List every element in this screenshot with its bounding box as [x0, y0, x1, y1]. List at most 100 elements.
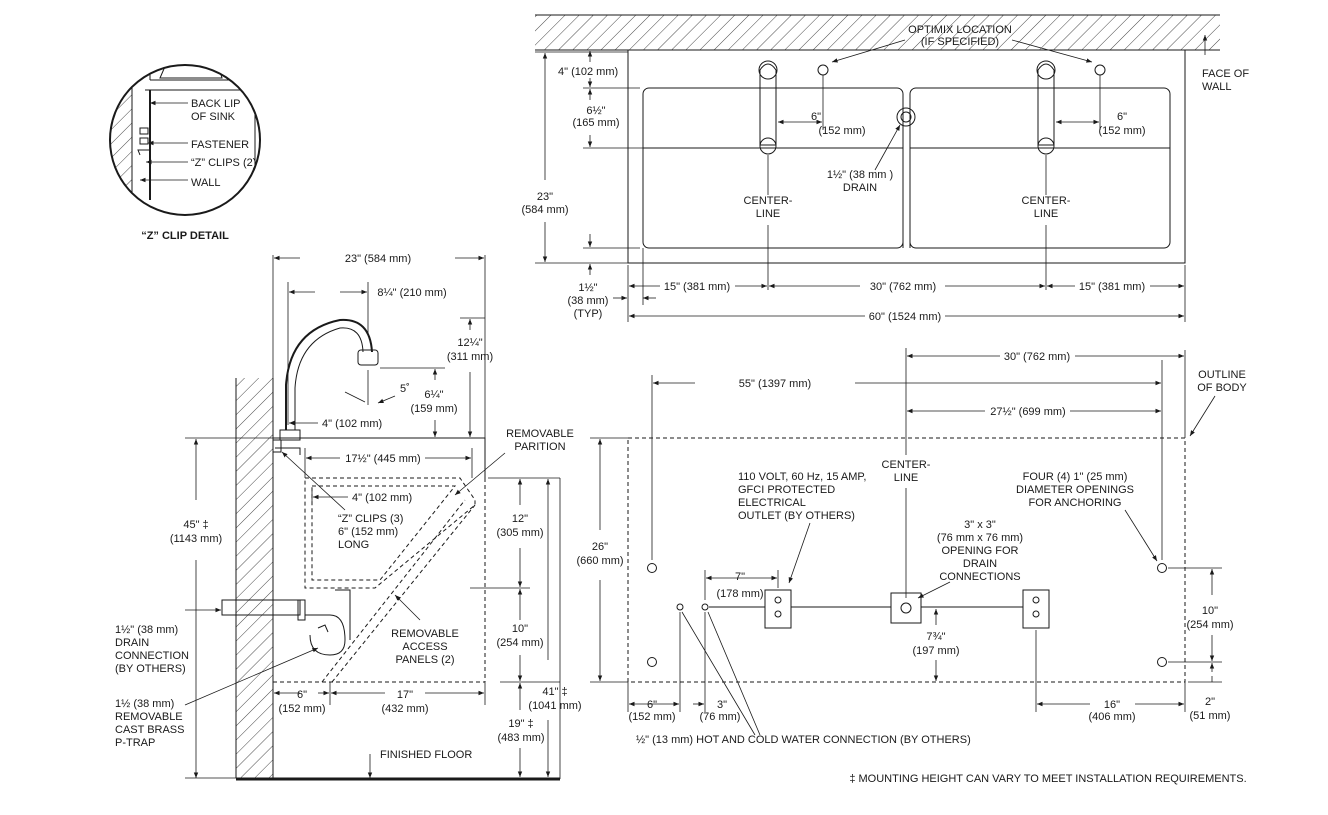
access-panel-line [331, 504, 476, 683]
front-dim-10in-a: 10" [1202, 605, 1218, 617]
front-view: 30" (762 mm) OUTLINE OF BODY 55" (1397 m… [576, 348, 1247, 785]
front-dim-2in-b: (51 mm) [1190, 710, 1231, 722]
drain-conn-label-3: CONNECTION [115, 650, 189, 662]
front-dim-7in-b: (178 mm) [716, 588, 763, 600]
top-drain-label-2: DRAIN [843, 182, 877, 194]
top-dim-6in-left-b: (152 mm) [818, 125, 865, 137]
top-dim-1-5in-c: (TYP) [574, 308, 603, 320]
zclip-clips-label: “Z” CLIPS (2) [191, 157, 256, 169]
front-dim-27-5in: 27½" (699 mm) [990, 406, 1065, 418]
face-of-wall-label-1: FACE OF [1202, 68, 1249, 80]
front-dim-16in-a: 16" [1104, 699, 1120, 711]
top-dim-23in-b: (584 mm) [521, 204, 568, 216]
top-dim-6in-right-a: 6" [1117, 111, 1127, 123]
partition-label-1: REMOVABLE [506, 428, 574, 440]
front-dim-26in-b: (660 mm) [576, 555, 623, 567]
side-dim-17-5in: 17½" (445 mm) [345, 453, 420, 465]
outlet-left [764, 589, 792, 629]
front-dim-2in-a: 2" [1205, 696, 1215, 708]
optimix-right-hole [1094, 64, 1106, 76]
top-dim-30in: 30" (762 mm) [870, 281, 936, 293]
anchor-hole-bottom-right [1157, 657, 1167, 667]
front-dim-3in-a: 3" [717, 699, 727, 711]
ptrap-label-1: 1½ (38 mm) [115, 698, 174, 710]
side-dim-17in-a: 17" [397, 689, 413, 701]
zclip-detail: BACK LIP OF SINK FASTENER “Z” CLIPS (2) … [109, 64, 261, 242]
side-zclips3-3: LONG [338, 539, 369, 551]
side-dim-12-25in-b: (311 mm) [447, 351, 493, 363]
side-dim-17in-b: (432 mm) [381, 703, 428, 715]
mounting-height-note: ‡ MOUNTING HEIGHT CAN VARY TO MEET INSTA… [849, 773, 1246, 785]
center-drain-icon [896, 107, 916, 127]
finished-floor-label: FINISHED FLOOR [380, 749, 472, 761]
front-dim-3in-b: (76 mm) [700, 711, 741, 723]
front-dim-6in-b: (152 mm) [628, 711, 675, 723]
sink-top-outline [627, 49, 1186, 264]
anchor-hole-top-left [647, 563, 657, 573]
side-zclips3-2: 6" (152 mm) [338, 526, 398, 538]
zclip-back-lip-label-1: BACK LIP [191, 98, 241, 110]
outlet-label-2: GFCI PROTECTED [738, 484, 835, 496]
opening-label-5: CONNECTIONS [939, 571, 1020, 583]
right-basin [909, 87, 1171, 249]
side-dim-10in-b: (254 mm) [496, 637, 543, 649]
anchor-label-2: DIAMETER OPENINGS [1016, 484, 1134, 496]
top-view: OPTIMIX LOCATION (IF SPECIFIED) FACE OF … [521, 14, 1249, 323]
opening-label-4: DRAIN [963, 558, 997, 570]
anchor-label-3: FOR ANCHORING [1029, 497, 1122, 509]
faucet-sensor-head [357, 349, 379, 366]
top-centerline-left-2: LINE [756, 208, 780, 220]
anchor-label-1: FOUR (4) 1" (25 mm) [1023, 471, 1128, 483]
front-centerline-2: LINE [894, 472, 918, 484]
front-dim-26in-a: 26" [592, 541, 608, 553]
front-dim-10in-b: (254 mm) [1186, 619, 1233, 631]
opening-label-1: 3" x 3" [964, 519, 996, 531]
side-dim-45in-b: (1143 mm) [170, 533, 222, 545]
water-hole-hot [701, 603, 709, 611]
zclip-wall-label: WALL [191, 177, 221, 189]
side-dim-12-25in-a: 12¼" [457, 337, 482, 349]
side-dim-4in-basin: 4" (102 mm) [352, 492, 412, 504]
side-view: 23" (584 mm) 8¼" (210 mm) 12¼" (311 mm) … [115, 253, 582, 781]
side-dim-6-25in-b: (159 mm) [410, 403, 457, 415]
side-dim-12in-b: (305 mm) [496, 527, 543, 539]
side-dim-19in-a: 19" ‡ [508, 718, 533, 730]
top-dim-4in: 4" (102 mm) [558, 66, 618, 78]
partition-label-2: PARITION [514, 441, 565, 453]
drain-connection-pipe [221, 599, 301, 616]
zclip-back-lip-label-2: OF SINK [191, 111, 236, 123]
front-dim-55in: 55" (1397 mm) [739, 378, 811, 390]
face-of-wall-label-2: WALL [1202, 81, 1232, 93]
drain-conn-label-1: 1½" (38 mm) [115, 624, 178, 636]
top-dim-1-5in-a: 1½" [578, 282, 597, 294]
top-dim-6-5in-a: 6½" [586, 105, 605, 117]
drain-conn-label-2: DRAIN [115, 637, 149, 649]
side-dim-4in-faucet: 4" (102 mm) [322, 418, 382, 430]
drain-opening [890, 592, 922, 624]
front-dim-16in-b: (406 mm) [1088, 711, 1135, 723]
ptrap-label-4: P-TRAP [115, 737, 155, 749]
side-dim-41in-a: 41" ‡ [542, 686, 567, 698]
left-basin [642, 87, 904, 249]
zclip-fastener-label: FASTENER [191, 139, 249, 151]
p-trap [305, 614, 346, 656]
side-dim-8-25in: 8¼" (210 mm) [377, 287, 446, 299]
basin-outline [304, 477, 476, 589]
front-dim-7-75in-b: (197 mm) [912, 645, 959, 657]
left-faucet [759, 63, 777, 146]
faucet-spout [285, 318, 373, 430]
anchor-hole-top-right [1157, 563, 1167, 573]
opening-label-3: OPENING FOR [941, 545, 1018, 557]
side-dim-6in-b: (152 mm) [278, 703, 325, 715]
side-dim-23in: 23" (584 mm) [345, 253, 411, 265]
side-dim-45in-a: 45" ‡ [183, 519, 208, 531]
outline-label-2: OF BODY [1197, 382, 1247, 394]
outlet-right [1022, 589, 1050, 629]
outlet-label-1: 110 VOLT, 60 Hz, 15 AMP, [738, 471, 866, 483]
anchor-hole-bottom-left [647, 657, 657, 667]
top-centerline-left-1: CENTER- [744, 195, 793, 207]
outline-label-1: OUTLINE [1198, 369, 1246, 381]
side-dim-5deg: 5˚ [400, 383, 410, 395]
top-dim-60in: 60" (1524 mm) [869, 311, 941, 323]
